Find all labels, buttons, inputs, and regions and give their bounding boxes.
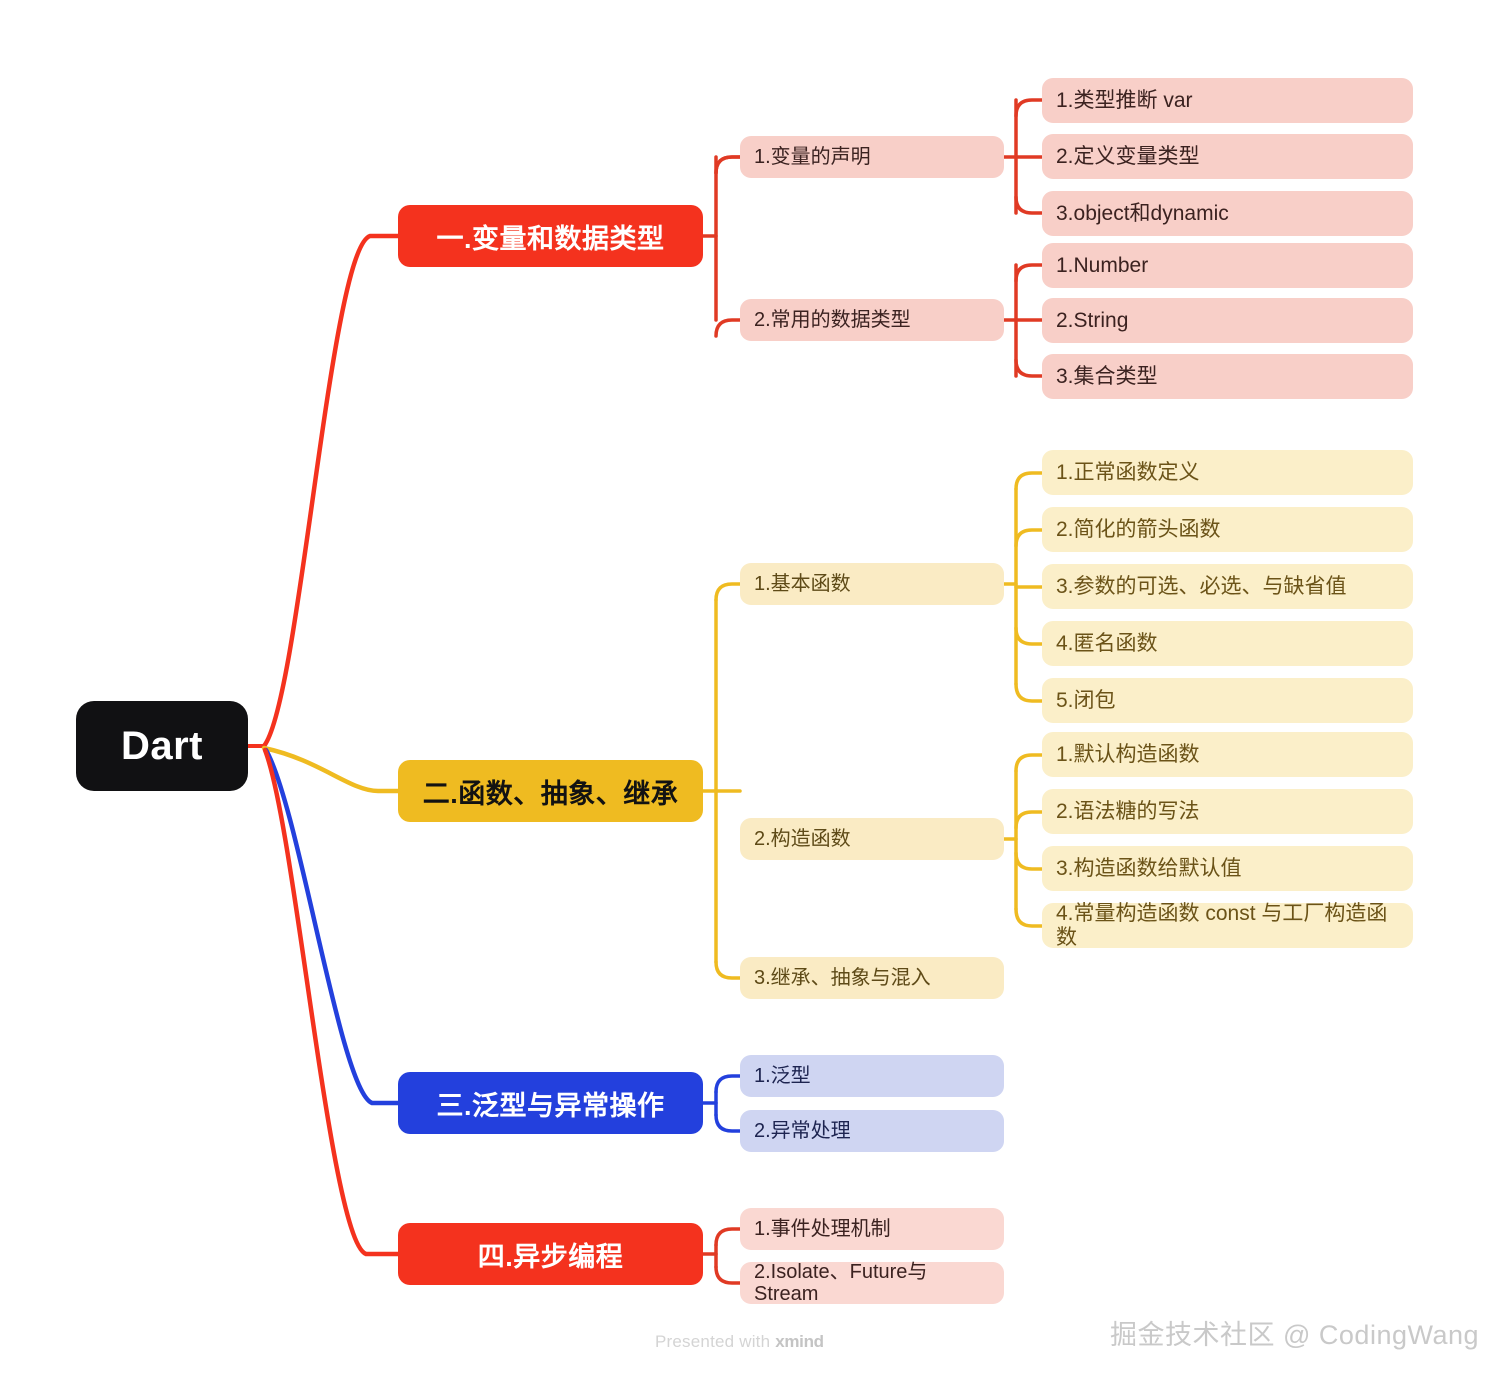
root-node-label: Dart [120, 723, 204, 768]
leaf-label: 1.类型推断 var [1056, 88, 1193, 112]
xmind-brand-logo: xmind [775, 1332, 824, 1351]
leaf-label: 3.参数的可选、必选、与缺省值 [1056, 574, 1347, 598]
subtopic-label: 2.异常处理 [754, 1120, 851, 1142]
leaf-label: 3.object和dynamic [1056, 201, 1229, 225]
leaf-normal-function-definition[interactable]: 1.正常函数定义 [1042, 450, 1413, 495]
leaf-collection-types[interactable]: 3.集合类型 [1042, 354, 1413, 399]
leaf-number[interactable]: 1.Number [1042, 243, 1413, 288]
subtopic-common-datatypes[interactable]: 2.常用的数据类型 [740, 299, 1004, 341]
leaf-label: 3.集合类型 [1056, 364, 1158, 388]
leaf-label: 4.常量构造函数 const 与工厂构造函数 [1056, 902, 1388, 949]
leaf-anonymous-function[interactable]: 4.匿名函数 [1042, 621, 1413, 666]
subtopic-label: 1.基本函数 [754, 573, 851, 595]
branch-node-async[interactable]: 四.异步编程 [398, 1223, 703, 1285]
leaf-object-and-dynamic[interactable]: 3.object和dynamic [1042, 191, 1413, 236]
leaf-label: 2.语法糖的写法 [1056, 799, 1200, 823]
leaf-define-variable-type[interactable]: 2.定义变量类型 [1042, 134, 1413, 179]
branch-node-label: 一.变量和数据类型 [436, 223, 665, 254]
subtopic-inheritance-abstract-mixin[interactable]: 3.继承、抽象与混入 [740, 957, 1004, 999]
subtopic-label: 2.Isolate、Future与Stream [754, 1261, 928, 1305]
leaf-label: 1.正常函数定义 [1056, 460, 1200, 484]
leaf-string[interactable]: 2.String [1042, 298, 1413, 343]
branch-node-label: 二.函数、抽象、继承 [422, 778, 679, 809]
subtopic-basic-functions[interactable]: 1.基本函数 [740, 563, 1004, 605]
leaf-parameter-optional-required-default[interactable]: 3.参数的可选、必选、与缺省值 [1042, 564, 1413, 609]
leaf-label: 5.闭包 [1056, 688, 1116, 712]
subtopic-label: 3.继承、抽象与混入 [754, 967, 931, 989]
branch-node-label: 四.异步编程 [477, 1241, 624, 1272]
leaf-type-inference-var[interactable]: 1.类型推断 var [1042, 78, 1413, 123]
root-node-dart[interactable]: Dart [76, 701, 248, 791]
subtopic-event-loop[interactable]: 1.事件处理机制 [740, 1208, 1004, 1250]
subtopic-constructors[interactable]: 2.构造函数 [740, 818, 1004, 860]
author-watermark: 掘金技术社区 @ CodingWang [1110, 1320, 1480, 1350]
leaf-arrow-function[interactable]: 2.简化的箭头函数 [1042, 507, 1413, 552]
leaf-const-and-factory-constructor[interactable]: 4.常量构造函数 const 与工厂构造函数 [1042, 902, 1413, 949]
xmind-credit: Presented with xmind [655, 1332, 824, 1352]
subtopic-variable-declaration[interactable]: 1.变量的声明 [740, 136, 1004, 178]
leaf-label: 2.String [1056, 308, 1129, 332]
leaf-label: 4.匿名函数 [1056, 631, 1158, 655]
branch-node-functions[interactable]: 二.函数、抽象、继承 [398, 760, 703, 822]
leaf-label: 1.默认构造函数 [1056, 742, 1200, 766]
xmind-credit-prefix: Presented with [655, 1332, 776, 1351]
leaf-label: 3.构造函数给默认值 [1056, 856, 1242, 880]
subtopic-label: 1.泛型 [754, 1065, 811, 1087]
subtopic-generics[interactable]: 1.泛型 [740, 1055, 1004, 1097]
leaf-syntactic-sugar[interactable]: 2.语法糖的写法 [1042, 789, 1413, 834]
leaf-label: 2.简化的箭头函数 [1056, 517, 1221, 541]
subtopic-label: 2.常用的数据类型 [754, 309, 911, 331]
leaf-label: 2.定义变量类型 [1056, 144, 1200, 168]
subtopic-label: 1.事件处理机制 [754, 1218, 891, 1240]
leaf-default-constructor[interactable]: 1.默认构造函数 [1042, 732, 1413, 777]
leaf-constructor-default-value[interactable]: 3.构造函数给默认值 [1042, 846, 1413, 891]
subtopic-label: 1.变量的声明 [754, 146, 871, 168]
subtopic-isolate-future-stream[interactable]: 2.Isolate、Future与Stream [740, 1261, 1004, 1305]
leaf-closure[interactable]: 5.闭包 [1042, 678, 1413, 723]
branch-node-label: 三.泛型与异常操作 [436, 1090, 665, 1121]
subtopic-label: 2.构造函数 [754, 828, 851, 850]
branch-node-generics[interactable]: 三.泛型与异常操作 [398, 1072, 703, 1134]
subtopic-exception-handling[interactable]: 2.异常处理 [740, 1110, 1004, 1152]
branch-node-variables[interactable]: 一.变量和数据类型 [398, 205, 703, 267]
leaf-label: 1.Number [1056, 253, 1149, 277]
